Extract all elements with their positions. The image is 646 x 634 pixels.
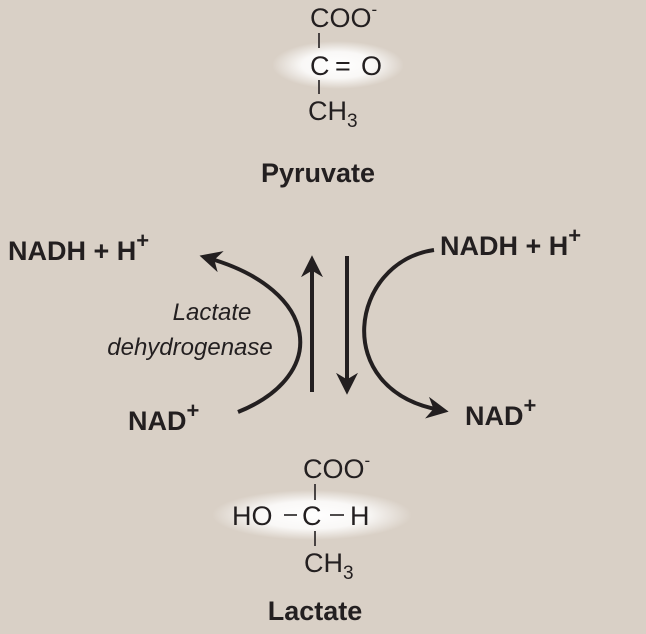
nad-left-label: NAD+	[128, 398, 199, 436]
nadh-left-label: NADH + H+	[8, 228, 149, 266]
pyruvate-carbonyl-carbon: C	[310, 51, 330, 81]
lactate-methyl-group: CH3	[304, 548, 354, 584]
pyruvate-name-label: Pyruvate	[261, 158, 375, 188]
enzyme-label-line2: dehydrogenase	[107, 334, 272, 361]
lactate-name-label: Lactate	[268, 596, 363, 626]
nad-right-label: NAD+	[465, 393, 536, 431]
curved-arrow-right-icon	[362, 248, 449, 419]
lactate-central-carbon: C	[302, 501, 322, 531]
curved-arrow-left-icon	[199, 251, 303, 414]
pyruvate-highlight-glow	[272, 41, 404, 89]
lactate-hydroxyl-group: HO	[232, 501, 273, 531]
nadh-right-label: NADH + H+	[440, 223, 581, 261]
enzyme-label-line1: Lactate	[173, 299, 252, 326]
pyruvate-carbonyl-oxygen: O	[361, 51, 382, 81]
pyruvate-methyl-group: CH3	[308, 96, 358, 132]
lactate-hydrogen: H	[350, 501, 370, 531]
lactate-carboxylate-group: COO-	[303, 451, 370, 484]
pyruvate-carboxylate-group: COO-	[310, 0, 377, 33]
pyruvate-double-bond: =	[335, 51, 351, 81]
lactate-highlight-glow	[212, 490, 412, 540]
